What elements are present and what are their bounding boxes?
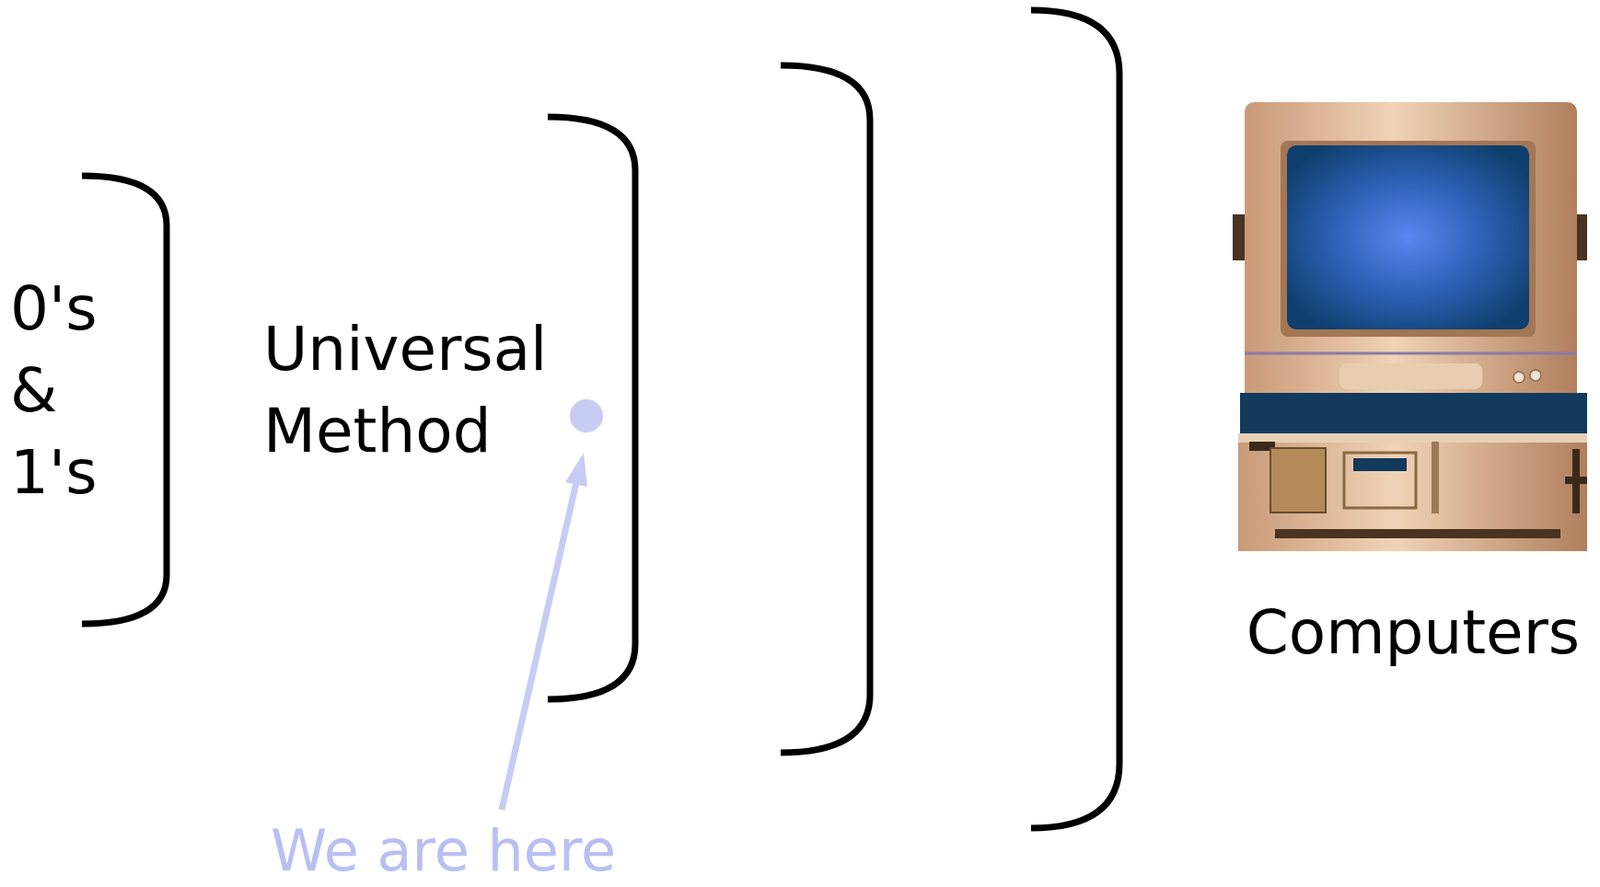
computer-label: Computers — [1246, 596, 1580, 671]
here-dot — [569, 399, 603, 433]
computer-icon — [1232, 102, 1588, 552]
arrow-head — [565, 452, 588, 487]
bracket — [1031, 10, 1120, 829]
bracket — [547, 116, 636, 700]
pointer-label: We are here — [270, 821, 616, 882]
bracket — [81, 10, 1120, 829]
level-label: Universal Method — [263, 308, 547, 473]
pointer-arrow — [501, 478, 578, 811]
bracket — [780, 65, 870, 754]
binary-label: 0's & 1's — [10, 267, 98, 514]
bracket — [81, 175, 167, 625]
